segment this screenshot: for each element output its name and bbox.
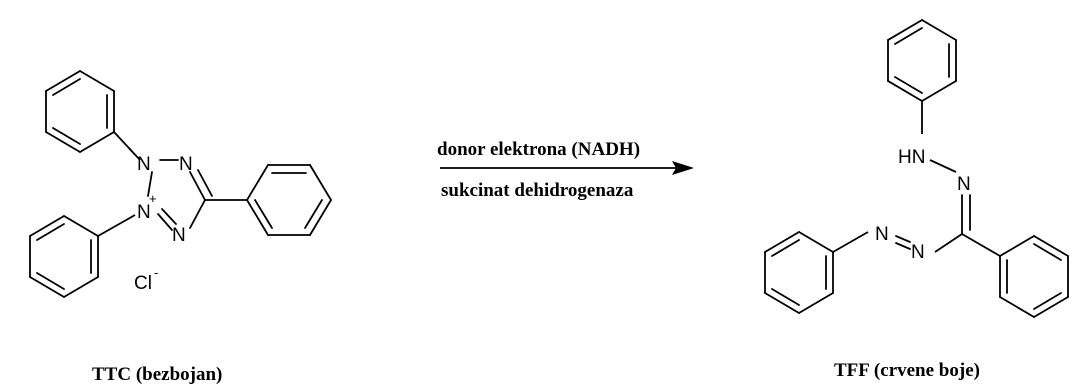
phenyl-ring-bottom-left bbox=[29, 215, 99, 298]
atom-n-top-left: N bbox=[137, 154, 151, 175]
product-caption: TFF (crvene boje) bbox=[834, 360, 980, 381]
bond-n-phenyl-left bbox=[832, 231, 869, 253]
bond-azo bbox=[895, 235, 911, 250]
atom-n-top-right: N bbox=[179, 154, 193, 175]
bond-nh-n bbox=[929, 159, 957, 173]
reactant-caption: TTC (bezbojan) bbox=[92, 364, 222, 385]
atom-n-plus: N bbox=[137, 202, 151, 223]
plus-charge: + bbox=[149, 191, 157, 206]
bond-n-c bbox=[934, 233, 963, 253]
arrow-label-above: donor elektrona (NADH) bbox=[437, 139, 640, 160]
phenyl-ring-top bbox=[887, 19, 957, 102]
atom-n-imine: N bbox=[957, 174, 971, 195]
ttc-molecule: N N N + N Cl - bbox=[29, 70, 332, 298]
phenyl-ring-right-partial bbox=[999, 235, 1069, 318]
atom-n-bottom-right: N bbox=[172, 225, 186, 246]
chloride-ion: Cl bbox=[134, 273, 152, 294]
arrow-label-below: sukcinat dehidrogenaza bbox=[441, 180, 634, 201]
atom-nh: HN bbox=[898, 147, 925, 168]
tetrazolium-ring bbox=[147, 159, 213, 231]
phenyl-ring-left bbox=[764, 231, 834, 314]
phenyl-ring-right bbox=[246, 164, 332, 236]
bond-n-plus-phenyl bbox=[97, 214, 136, 237]
atom-n-azo-right: N bbox=[911, 242, 925, 263]
minus-charge: - bbox=[154, 265, 158, 280]
bond-c-phenyl bbox=[961, 233, 1001, 257]
atom-n-azo-left: N bbox=[875, 224, 889, 245]
bond-c-n-double bbox=[961, 194, 971, 235]
reaction-arrow bbox=[440, 161, 694, 175]
bond-phenyl-n1 bbox=[113, 131, 141, 161]
phenyl-ring-top-left bbox=[45, 70, 115, 153]
tff-molecule: HN N N N bbox=[764, 19, 1069, 318]
